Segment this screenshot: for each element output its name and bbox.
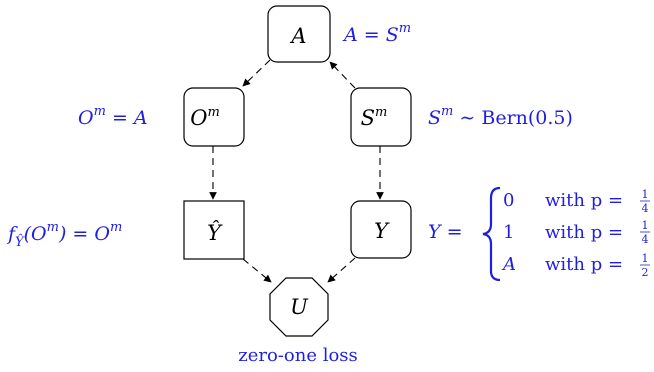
annotation-Yhat: fŶ(Om) = Om	[6, 220, 122, 250]
node-U: U	[269, 277, 329, 337]
y-case-2: A with p = 1 2	[501, 252, 650, 279]
annotation-Om: Om = A	[78, 104, 148, 129]
node-A: A	[267, 5, 331, 63]
annotation-A: A = Sm	[342, 21, 411, 46]
y-case-2-value: A	[501, 254, 516, 275]
node-U-label: U	[290, 295, 309, 319]
node-Yhat: Ŷ	[183, 200, 245, 260]
edge-Y-to-U	[327, 257, 356, 283]
edge-A-to-Om	[242, 59, 271, 87]
node-A-label: A	[289, 24, 306, 48]
annotation-Sm: Sm ∼ Bern(0.5)	[428, 104, 573, 129]
y-case-2-num: 1	[642, 252, 649, 265]
node-Sm-label: Sm	[361, 105, 388, 130]
y-case-0-text: with p =	[545, 190, 623, 211]
y-case-1-value: 1	[503, 222, 514, 243]
y-cases-brace	[482, 186, 501, 282]
y-case-1-num: 1	[642, 219, 649, 232]
y-case-2-text: with p =	[545, 254, 623, 275]
y-case-0-den: 4	[642, 202, 649, 215]
y-case-1: 1 with p = 1 4	[503, 219, 650, 246]
y-case-2-den: 2	[642, 266, 649, 279]
y-case-1-text: with p =	[545, 222, 623, 243]
y-case-0-num: 1	[642, 188, 649, 201]
node-Y: Y	[350, 200, 412, 259]
node-Y-label: Y	[374, 219, 390, 243]
node-Sm: Sm	[350, 87, 412, 147]
annotation-Y: Y =	[428, 221, 463, 243]
y-case-0-value: 0	[503, 190, 514, 211]
y-case-0: 0 with p = 1 4	[503, 188, 650, 215]
node-Om-label: Om	[190, 105, 220, 130]
caption-U: zero-one loss	[238, 345, 358, 366]
edge-Sm-to-A	[329, 61, 356, 89]
y-case-1-den: 4	[642, 233, 649, 246]
edge-Yhat-to-U	[242, 258, 272, 283]
node-Om: Om	[183, 87, 245, 147]
node-Yhat-label: Ŷ	[207, 221, 223, 245]
